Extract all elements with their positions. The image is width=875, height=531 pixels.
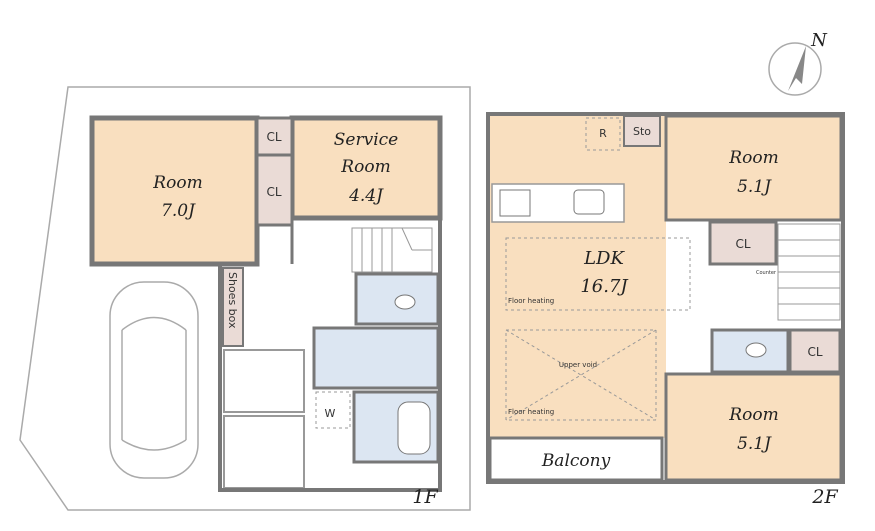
closet-1f-bottom-label: CL (266, 185, 281, 199)
counter-label: Counter (756, 270, 777, 276)
room-2f-bottom-name: Room (728, 405, 778, 425)
floor-1f-label: 1F (412, 486, 438, 508)
floor-heating-zone (505, 237, 691, 311)
closet-2f-lower (788, 328, 842, 374)
upper-void (505, 329, 657, 421)
service-room-size: 4.4J (348, 186, 384, 206)
floor-2f-label: 2F (811, 486, 838, 508)
closet-1f-top-label: CL (266, 130, 281, 144)
ldk-size: 16.7J (580, 276, 629, 297)
balcony-label: Balcony (541, 451, 611, 471)
floor-heating-top-label: Floor heating (508, 297, 554, 305)
service-room-name-1: Service (334, 130, 398, 150)
washroom-1f (312, 326, 440, 390)
refrigerator-label: R (599, 127, 607, 140)
shoes-box-label: Shoes box (226, 272, 239, 329)
room-1f-name: Room (152, 173, 202, 193)
compass-label: N (810, 30, 828, 51)
wall-1f-corridor (257, 223, 294, 264)
car-icon (109, 281, 199, 479)
washer-space (315, 391, 351, 429)
closet-2f-lower-label: CL (807, 345, 822, 359)
room-2f-bottom-size: 5.1J (737, 434, 772, 454)
room-1f-size: 7.0J (161, 201, 196, 221)
stairs-2f (777, 223, 841, 321)
lot-boundary (19, 86, 471, 511)
ldk-name: LDK (583, 248, 625, 269)
room-2f-bottom (664, 372, 843, 482)
shoes-box (222, 267, 244, 347)
sink-icon (573, 189, 605, 215)
room-2f-top-name: Room (728, 148, 778, 168)
ldk-area (490, 116, 666, 438)
washer-label: W (325, 407, 336, 420)
floor-1f: Room 7.0J Service Room 4.4J CL CL Shoes … (19, 86, 471, 511)
bathtub (397, 401, 431, 455)
toilet-2f-bowl (745, 342, 767, 358)
wall-1f-outer (92, 218, 442, 492)
refrigerator-space (585, 117, 621, 151)
stove-icon (499, 189, 531, 217)
closet-2f-upper-label: CL (735, 237, 750, 251)
storage-label: Sto (633, 125, 651, 138)
floor-heating-bottom-label: Floor heating (508, 408, 554, 416)
compass-icon: N (768, 30, 828, 96)
toilet-1f-bowl (394, 294, 416, 310)
hall-lower (223, 415, 305, 489)
storage-2f (623, 115, 661, 147)
balcony-area (488, 436, 664, 482)
service-room-name-2: Room (340, 157, 390, 177)
room-2f-top-size: 5.1J (737, 177, 772, 197)
closet-2f-upper (708, 220, 778, 266)
upper-void-label: Upper void (559, 361, 597, 369)
entry-area (223, 349, 305, 413)
floor-2f: LDK 16.7J Room 5.1J Room 5.1J CL CL R St… (486, 112, 845, 508)
stairs-1f (351, 227, 433, 273)
room-2f-top (664, 114, 843, 222)
